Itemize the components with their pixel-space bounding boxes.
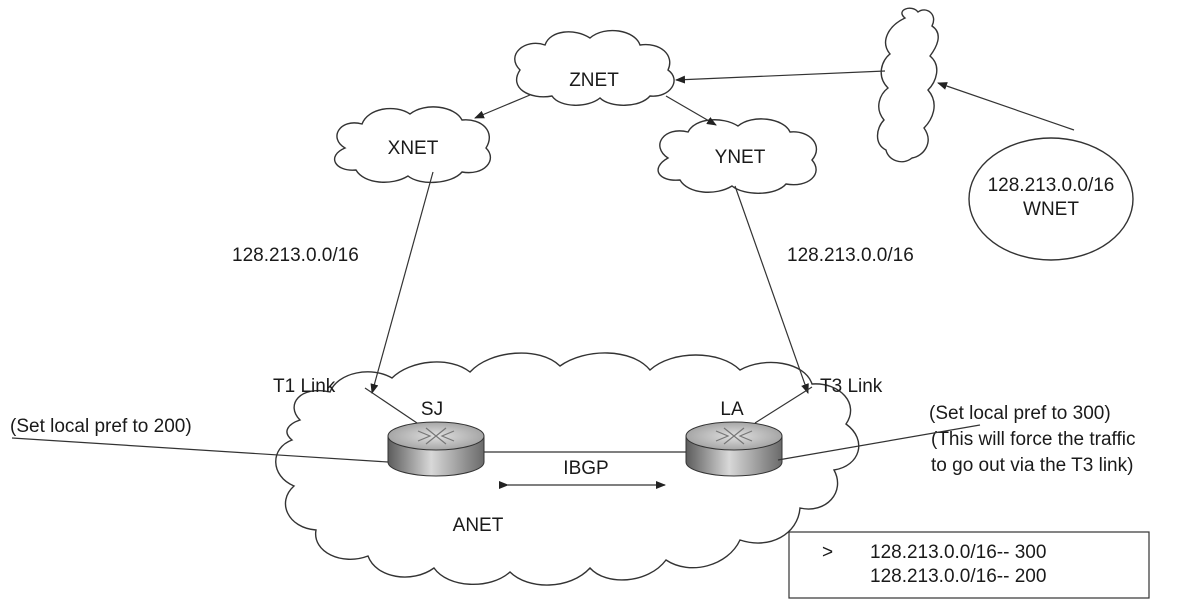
cloud-to-znet-arrow bbox=[675, 70, 886, 84]
wnet-prefix: 128.213.0.0/16 bbox=[988, 175, 1115, 196]
xnet-label: XNET bbox=[388, 138, 439, 159]
sj-label: SJ bbox=[421, 399, 443, 420]
t3-leader-line bbox=[754, 386, 813, 424]
znet-label: ZNET bbox=[569, 70, 619, 91]
right-note-line-3: to go out via the T3 link) bbox=[931, 455, 1133, 476]
right-note-line-2: (This will force the traffic bbox=[931, 429, 1135, 450]
la-label: LA bbox=[720, 399, 744, 420]
right-note-line-1: (Set local pref to 300) bbox=[929, 403, 1111, 424]
xnet-to-sj-arrow bbox=[370, 171, 434, 394]
xnet-cloud: XNET bbox=[333, 106, 492, 183]
ynet-label: YNET bbox=[715, 147, 766, 168]
wnet-name: WNET bbox=[1023, 199, 1079, 220]
right-note-leader bbox=[777, 424, 981, 461]
la-router-icon bbox=[685, 421, 783, 477]
left-prefix-label: 128.213.0.0/16 bbox=[232, 245, 359, 266]
znet-to-xnet-arrow bbox=[474, 94, 531, 119]
wnet-to-cloud-arrow bbox=[937, 82, 1075, 131]
znet-to-ynet-arrow bbox=[665, 95, 717, 126]
route-row-2: 128.213.0.0/16-- 200 bbox=[870, 566, 1046, 587]
route-row-1: 128.213.0.0/16-- 300 bbox=[870, 542, 1046, 563]
left-note: (Set local pref to 200) bbox=[10, 416, 192, 437]
right-prefix-label: 128.213.0.0/16 bbox=[787, 245, 914, 266]
left-note-leader bbox=[11, 437, 389, 463]
anet-cloud: ANET bbox=[275, 352, 860, 586]
anet-label: ANET bbox=[453, 515, 504, 536]
best-route-marker: > bbox=[822, 542, 833, 563]
t1-link-label: T1 Link bbox=[273, 376, 336, 397]
ynet-to-la-arrow bbox=[734, 185, 809, 394]
ibgp-label: IBGP bbox=[563, 458, 608, 479]
ynet-cloud: YNET bbox=[657, 118, 818, 194]
sj-router-icon bbox=[387, 421, 485, 477]
wnet-node: 128.213.0.0/16 WNET bbox=[968, 137, 1134, 261]
znet-cloud: ZNET bbox=[514, 29, 675, 106]
t1-leader-line bbox=[364, 387, 421, 426]
routing-table-box: > 128.213.0.0/16-- 300 128.213.0.0/16-- … bbox=[788, 531, 1150, 599]
unlabeled-cloud bbox=[876, 7, 939, 163]
t3-link-label: T3 Link bbox=[820, 376, 883, 397]
